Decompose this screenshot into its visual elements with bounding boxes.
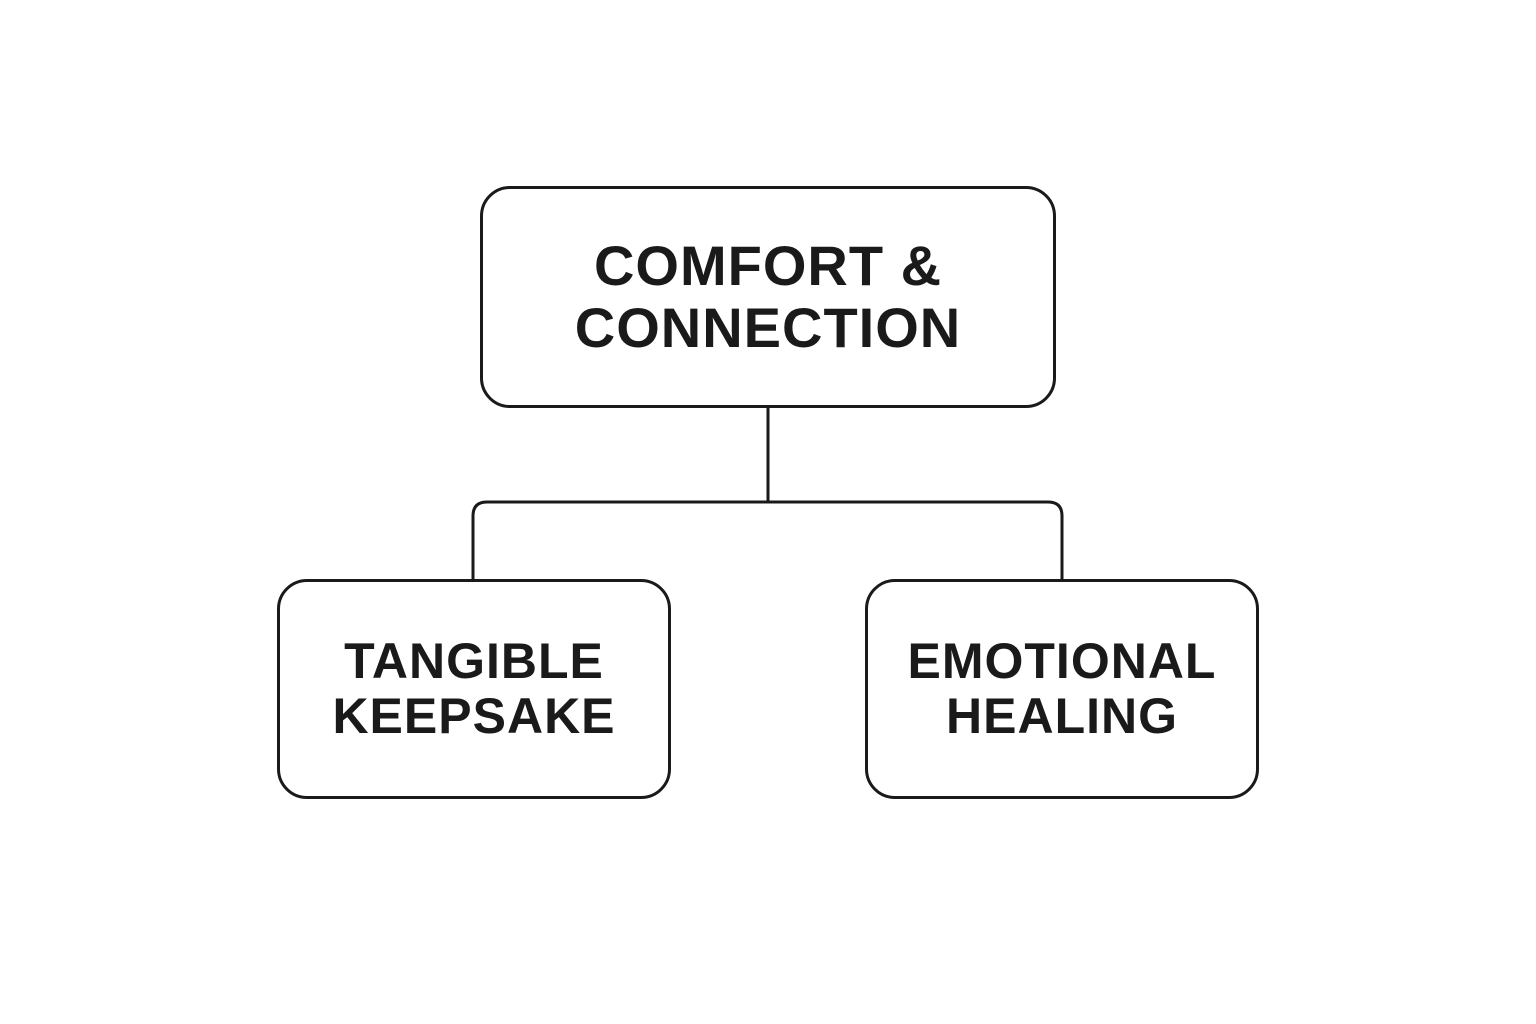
child-node-emotional-healing: EMOTIONAL HEALING [865,579,1259,799]
child-left-line-2: KEEPSAKE [332,688,616,744]
root-node-comfort-connection: COMFORT & CONNECTION [480,186,1056,408]
root-node-line-1: COMFORT & [593,234,943,298]
child-right-line-2: HEALING [946,688,1178,744]
child-right-line-1: EMOTIONAL [907,633,1217,689]
branch-bracket-line [471,500,1064,579]
child-left-line-1: TANGIBLE [344,633,604,689]
child-node-tangible-keepsake: TANGIBLE KEEPSAKE [277,579,671,799]
root-node-line-2: CONNECTION [574,296,962,359]
